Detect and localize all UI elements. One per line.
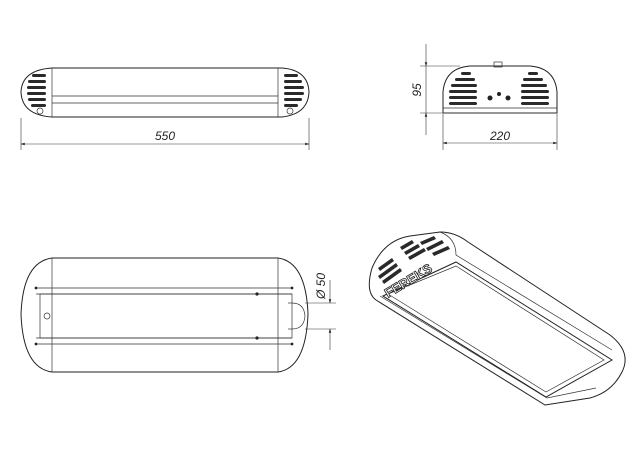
dimension-diameter-label: Ø 50 [314,273,328,300]
plan-view: Ø 50 [20,257,336,373]
dimension-length-label: 550 [155,129,175,143]
side-left-vents [449,72,477,105]
front-view: 550 [20,67,310,150]
front-right-vents [284,74,304,107]
side-view: 95 220 [410,44,558,150]
front-left-vents [27,74,46,107]
dimension-width-label: 220 [489,129,510,143]
iso-vents [378,236,450,284]
dimension-height-label: 95 [410,83,424,97]
isometric-view: FEREKS [368,231,626,406]
side-right-vents [521,72,549,105]
brand-logo: FEREKS [382,260,435,300]
